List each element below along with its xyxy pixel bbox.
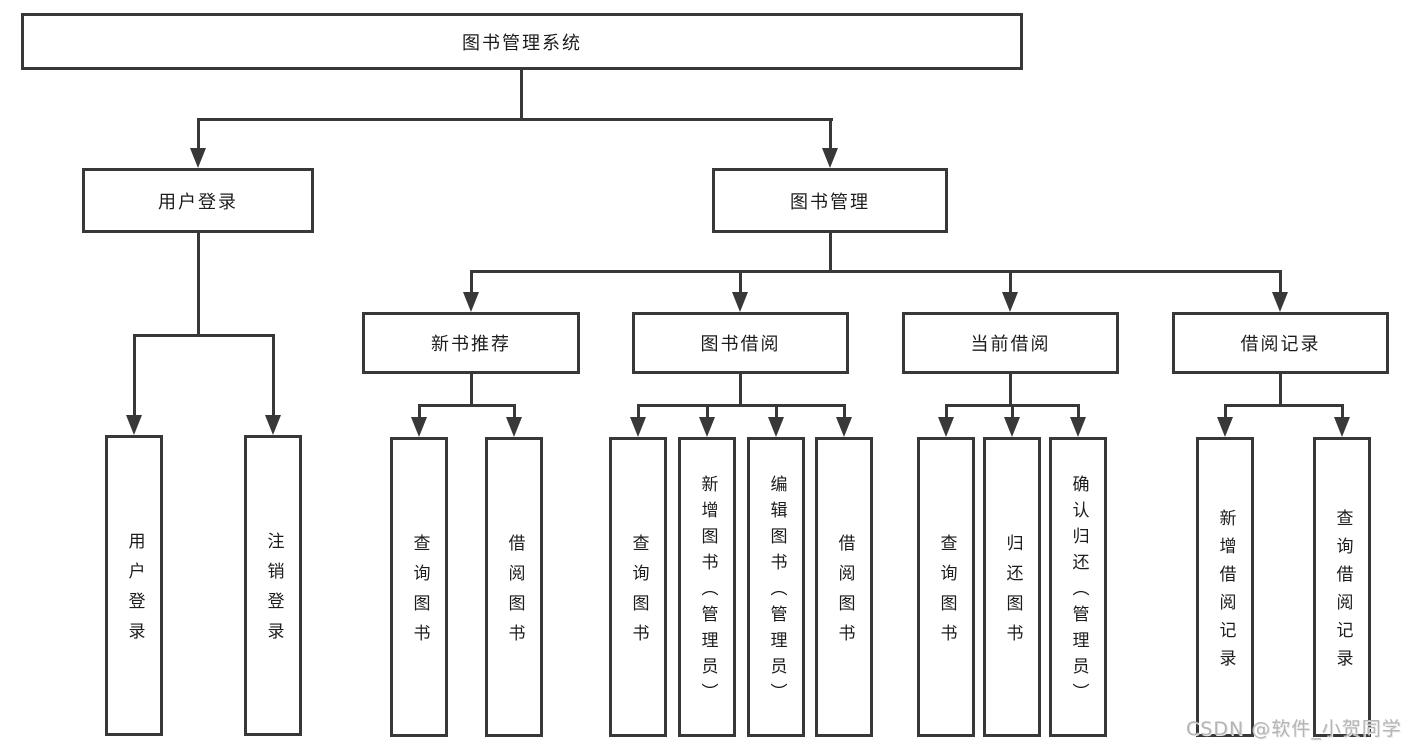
node-current-borrow-label: 当前借阅	[970, 334, 1051, 355]
arrow-down-icon	[630, 417, 646, 437]
leaf-label: 编辑图书（管理员）	[766, 474, 787, 709]
leaf-label: 确认归还（管理员）	[1068, 474, 1089, 709]
node-user-login-label: 用户登录	[158, 191, 238, 213]
leaf-label: 借阅图书	[504, 533, 525, 654]
connector-to-current-borrow	[1009, 270, 1012, 296]
arrow-down-icon	[190, 148, 206, 168]
node-book-management-label: 图书管理	[790, 191, 870, 213]
connector-moduleB-branch	[637, 404, 846, 407]
leaf-user-login: 用户登录	[105, 435, 163, 736]
connector-moduleD-child1	[1224, 404, 1227, 420]
arrow-down-icon	[506, 417, 522, 437]
connector-root-stem	[520, 68, 523, 120]
leaf-label: 查询图书	[628, 533, 649, 654]
connector-moduleD-stem	[1279, 372, 1282, 406]
leaf-logout: 注销登录	[244, 435, 302, 736]
node-current-borrow: 当前借阅	[902, 312, 1119, 374]
connector-moduleB-child2	[706, 404, 709, 420]
leaf-return-books: 归还图书	[983, 437, 1041, 737]
node-root-label: 图书管理系统	[462, 32, 582, 54]
node-root: 图书管理系统	[21, 13, 1023, 70]
leaf-add-borrow-record: 新增借阅记录	[1196, 437, 1254, 737]
connector-moduleB-stem	[739, 372, 742, 406]
connector-modules-branch	[470, 270, 1282, 273]
connector-moduleC-child2	[1011, 404, 1014, 420]
leaf-borrow-books: 借阅图书	[815, 437, 873, 737]
connector-moduleA-branch	[418, 404, 516, 407]
leaf-query-books-recommend: 查询图书	[390, 437, 448, 737]
connector-moduleC-stem	[1009, 372, 1012, 406]
leaf-label: 查询借阅记录	[1332, 508, 1353, 677]
arrow-down-icon	[822, 148, 838, 168]
connector-to-user-login	[197, 118, 200, 150]
node-book-borrow: 图书借阅	[632, 312, 849, 374]
leaf-label: 新增图书（管理员）	[697, 474, 718, 709]
leaf-user-login-label: 用户登录	[124, 532, 145, 652]
leaf-label: 归还图书	[1002, 533, 1023, 654]
connector-root-branch	[197, 118, 833, 121]
connector-moduleB-child3	[775, 404, 778, 420]
arrow-down-icon	[126, 415, 142, 435]
leaf-label: 查询图书	[409, 533, 430, 654]
connector-to-book-management	[829, 118, 832, 150]
connector-to-leaf-logout	[272, 334, 275, 419]
node-user-login: 用户登录	[82, 168, 314, 233]
connector-moduleC-child3	[1077, 404, 1080, 420]
arrow-down-icon	[1217, 417, 1233, 437]
leaf-query-books-borrow: 查询图书	[609, 437, 667, 737]
leaf-logout-label: 注销登录	[263, 532, 284, 652]
arrow-down-icon	[463, 292, 479, 312]
leaf-label: 新增借阅记录	[1215, 508, 1236, 677]
connector-to-book-borrow	[739, 270, 742, 296]
arrow-down-icon	[699, 417, 715, 437]
connector-user-login-stem	[197, 231, 200, 336]
node-borrow-records: 借阅记录	[1172, 312, 1389, 374]
connector-moduleC-child1	[945, 404, 948, 420]
node-borrow-records-label: 借阅记录	[1240, 334, 1321, 355]
arrow-down-icon	[265, 415, 281, 435]
arrow-down-icon	[836, 417, 852, 437]
leaf-edit-books-admin: 编辑图书（管理员）	[747, 437, 805, 737]
arrow-down-icon	[938, 417, 954, 437]
connector-to-leaf-user-login	[133, 334, 136, 419]
node-book-management: 图书管理	[712, 168, 948, 233]
arrow-down-icon	[1002, 292, 1018, 312]
arrow-down-icon	[1272, 292, 1288, 312]
connector-to-new-book	[470, 270, 473, 296]
leaf-label: 借阅图书	[834, 533, 855, 654]
connector-user-login-branch	[133, 334, 275, 337]
connector-moduleD-branch	[1224, 404, 1344, 407]
connector-moduleA-child2	[513, 404, 516, 420]
connector-to-borrow-records	[1279, 270, 1282, 296]
leaf-borrow-books-recommend: 借阅图书	[485, 437, 543, 737]
arrow-down-icon	[1334, 417, 1350, 437]
connector-moduleB-child4	[843, 404, 846, 420]
leaf-query-books-current: 查询图书	[917, 437, 975, 737]
arrow-down-icon	[1004, 417, 1020, 437]
connector-moduleD-child2	[1341, 404, 1344, 420]
connector-book-management-stem	[829, 231, 832, 272]
node-new-book-recommend: 新书推荐	[362, 312, 580, 374]
node-new-book-recommend-label: 新书推荐	[431, 334, 511, 355]
leaf-query-borrow-record: 查询借阅记录	[1313, 437, 1371, 737]
leaf-label: 查询图书	[936, 533, 957, 654]
leaf-add-books-admin: 新增图书（管理员）	[678, 437, 736, 737]
arrow-down-icon	[768, 417, 784, 437]
arrow-down-icon	[411, 417, 427, 437]
connector-moduleB-child1	[637, 404, 640, 420]
leaf-confirm-return-admin: 确认归还（管理员）	[1049, 437, 1107, 737]
node-book-borrow-label: 图书借阅	[700, 334, 781, 355]
arrow-down-icon	[732, 292, 748, 312]
connector-moduleA-stem	[470, 372, 473, 406]
csdn-watermark: CSDN @软件_小贺同学	[1186, 718, 1402, 740]
arrow-down-icon	[1070, 417, 1086, 437]
connector-moduleA-child1	[418, 404, 421, 420]
